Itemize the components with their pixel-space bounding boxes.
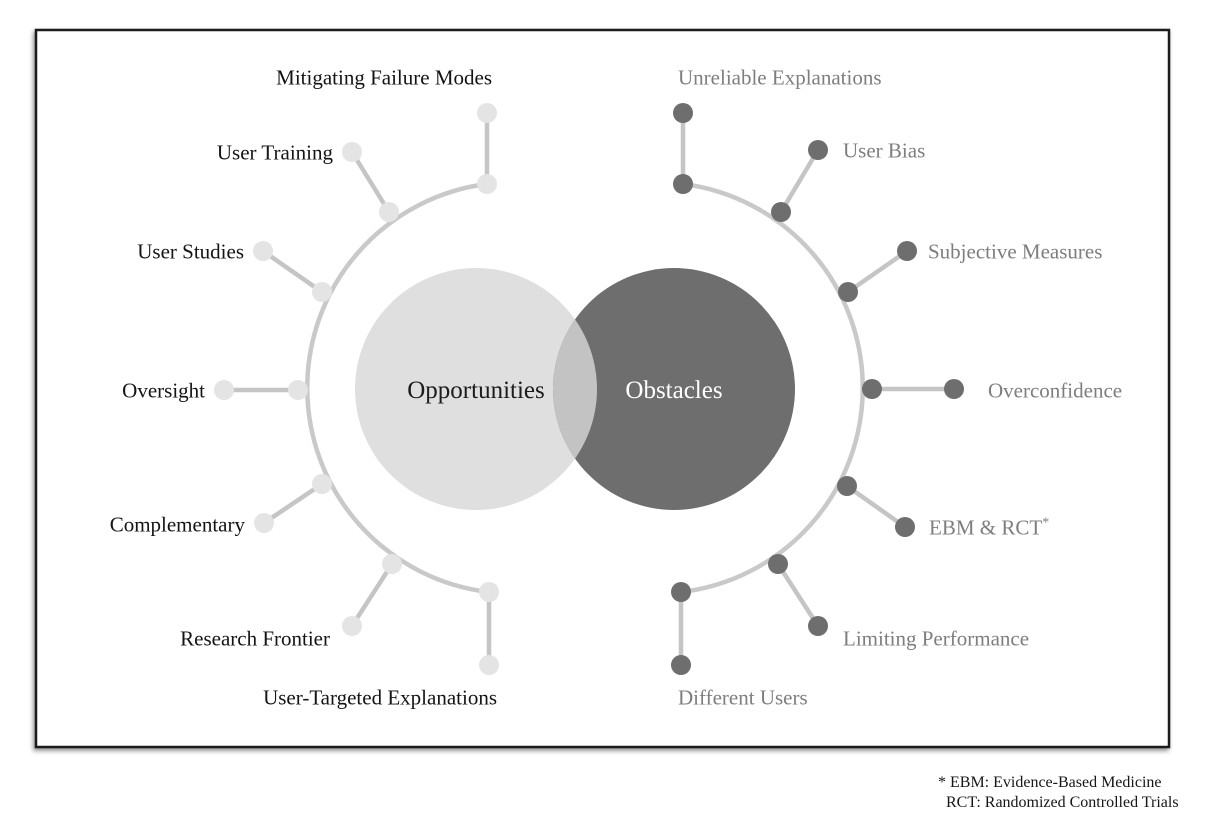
item-label: Mitigating Failure Modes <box>276 65 492 89</box>
item-label: User Studies <box>137 239 244 263</box>
spoke-user-targeted-explanations: User-Targeted Explanations <box>263 582 499 709</box>
item-label: Oversight <box>122 378 205 402</box>
spoke-stem <box>845 484 907 529</box>
arc-anchor-dot <box>288 380 308 400</box>
item-dot <box>808 140 828 160</box>
arc-anchor-dot <box>838 282 858 302</box>
item-dot <box>808 616 828 636</box>
item-dot <box>342 142 362 162</box>
item-label: EBM & RCT* <box>929 515 1049 539</box>
spoke-user-training: User Training <box>217 140 399 222</box>
item-label: Research Frontier <box>180 626 330 650</box>
arc-anchor-dot <box>312 474 332 494</box>
item-label: Limiting Performance <box>843 626 1029 650</box>
spoke-oversight: Oversight <box>122 378 308 402</box>
spoke-mitigating-failure-modes: Mitigating Failure Modes <box>276 65 497 194</box>
obstacles-label: Obstacles <box>625 377 722 404</box>
spoke-stem <box>846 249 909 294</box>
arc-anchor-dot <box>379 202 399 222</box>
item-dot <box>671 655 691 675</box>
opportunities-circle <box>355 268 597 510</box>
item-label: Overconfidence <box>988 378 1122 402</box>
superscript-asterisk: * <box>1042 515 1049 530</box>
item-dot <box>895 517 915 537</box>
spoke-different-users: Different Users <box>671 582 808 709</box>
spoke-stem <box>350 562 394 628</box>
spoke-user-studies: User Studies <box>137 239 332 302</box>
item-dot <box>897 241 917 261</box>
arc-anchor-dot <box>837 476 857 496</box>
item-dot <box>944 379 964 399</box>
item-label: User-Targeted Explanations <box>263 685 497 709</box>
arc-anchor-dot <box>673 174 693 194</box>
spoke-subjective-measures: Subjective Measures <box>838 239 1102 302</box>
footnote-line-1: * EBM: Evidence-Based Medicine <box>938 774 1162 791</box>
spoke-stem <box>776 562 820 628</box>
item-dot <box>477 103 497 123</box>
spoke-complementary: Complementary <box>110 474 332 536</box>
arc-anchor-dot <box>312 282 332 302</box>
spoke-stem <box>350 150 391 214</box>
item-dot <box>342 616 362 636</box>
spoke-stem <box>262 482 324 525</box>
item-dot <box>673 103 693 123</box>
obstacles-circle <box>553 268 795 510</box>
item-label: User Training <box>217 140 334 164</box>
opportunities-label: Opportunities <box>407 377 545 404</box>
arc-anchor-dot <box>477 174 497 194</box>
spoke-user-bias: User Bias <box>771 138 925 222</box>
arc-anchor-dot <box>382 554 402 574</box>
spoke-unreliable-explanations: Unreliable Explanations <box>673 65 882 194</box>
spoke-overconfidence: Overconfidence <box>862 378 1122 402</box>
item-label: Unreliable Explanations <box>678 65 882 89</box>
spoke-stem <box>261 249 324 294</box>
spoke-limiting-performance: Limiting Performance <box>768 554 1029 650</box>
item-label: Different Users <box>678 685 808 709</box>
footnote-line-2: RCT: Randomized Controlled Trials <box>946 794 1179 811</box>
item-dot <box>214 380 234 400</box>
arc-anchor-dot <box>771 202 791 222</box>
spoke-stem <box>779 148 820 214</box>
item-dot <box>253 241 273 261</box>
spoke-research-frontier: Research Frontier <box>180 554 402 650</box>
item-dot <box>254 513 274 533</box>
item-label: Complementary <box>110 512 246 536</box>
arc-anchor-dot <box>768 554 788 574</box>
item-dot <box>479 655 499 675</box>
item-label: Subjective Measures <box>928 239 1102 263</box>
item-label: User Bias <box>843 138 925 162</box>
arc-anchor-dot <box>862 379 882 399</box>
arc-anchor-dot <box>671 582 691 602</box>
arc-anchor-dot <box>479 582 499 602</box>
spoke-ebm-rct: EBM & RCT* <box>837 476 1049 539</box>
